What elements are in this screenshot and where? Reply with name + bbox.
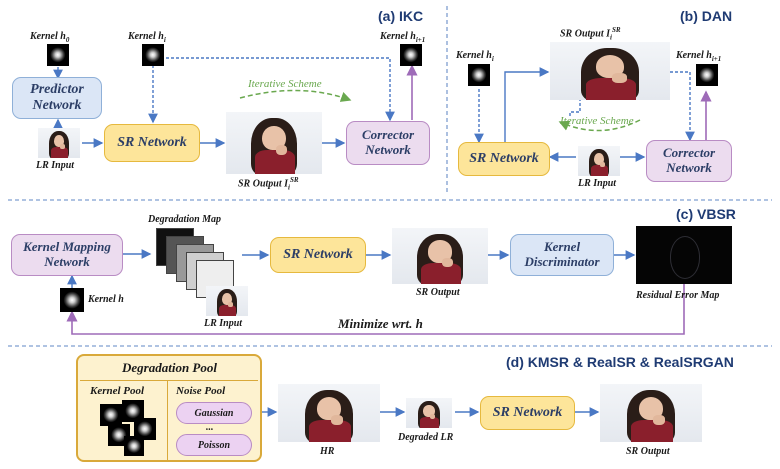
ikc-sr-output-label: SR Output IiSR xyxy=(238,176,299,192)
kmsr-hr-image xyxy=(278,384,380,442)
ikc-sr-output-image xyxy=(226,112,322,174)
ikc-kernel-h0-image xyxy=(47,44,69,66)
dan-kernel-hi1-label: Kernel hi+1 xyxy=(676,50,722,63)
kmsr-degradation-pool-title: Degradation Pool xyxy=(122,360,217,375)
vbsr-kernel-h-label: Kernel h xyxy=(88,294,124,305)
section-title-ikc: (a) IKC xyxy=(378,8,424,24)
kmsr-sr-network: SR Network xyxy=(480,396,575,430)
ikc-lr-input-image xyxy=(38,128,80,158)
dan-lr-input-image xyxy=(578,146,620,176)
kmsr-kernel-sample-icon xyxy=(124,436,144,456)
ikc-kernel-h0-label: Kernel h0 xyxy=(30,31,70,44)
section-title-kmsr: (d) KMSR & RealSR & RealSRGAN xyxy=(506,354,734,370)
kmsr-pool-separator xyxy=(80,380,258,381)
kmsr-pool-vertical-separator xyxy=(167,380,168,460)
vbsr-kernel-discriminator: Kernel Discriminator xyxy=(510,234,614,276)
kmsr-kernel-sample-icon xyxy=(100,404,122,426)
kmsr-sr-output-label: SR Output xyxy=(626,446,670,457)
kmsr-sr-output-image xyxy=(600,384,702,442)
kmsr-kernel-sample-icon xyxy=(122,400,144,422)
ikc-predictor-network: Predictor Network xyxy=(12,77,102,119)
vbsr-minimize-label: Minimize wrt. h xyxy=(338,316,423,331)
kmsr-degraded-lr-label: Degraded LR xyxy=(398,432,454,443)
dan-lr-input-label: LR Input xyxy=(578,178,617,189)
ikc-kernel-hi1-label: Kernel hi+1 xyxy=(380,31,426,44)
kmsr-gaussian-pill: Gaussian xyxy=(176,402,252,424)
ikc-corrector-network: Corrector Network xyxy=(346,121,430,165)
vbsr-residual-error-label: Residual Error Map xyxy=(636,290,720,301)
vbsr-sr-network: SR Network xyxy=(270,237,366,273)
kmsr-noise-ellipsis: ... xyxy=(206,422,214,433)
kmsr-noise-pool-label: Noise Pool xyxy=(176,385,226,397)
dan-corrector-network: Corrector Network xyxy=(646,140,732,182)
vbsr-lr-input-image xyxy=(206,286,248,316)
dan-kernel-hi-label: Kernel hi xyxy=(456,50,494,63)
ikc-iterative-scheme: Iterative Scheme xyxy=(248,78,322,90)
kmsr-degraded-lr-image xyxy=(406,398,452,428)
kmsr-kernel-pool-label: Kernel Pool xyxy=(90,385,145,397)
ikc-lr-input-label: LR Input xyxy=(36,160,75,171)
ikc-kernel-hi1-image xyxy=(400,44,422,66)
dan-kernel-hi-image xyxy=(468,64,490,86)
vbsr-degradation-map-label: Degradation Map xyxy=(148,214,222,225)
dan-kernel-hi1-image xyxy=(696,64,718,86)
ikc-kernel-hi-image xyxy=(142,44,164,66)
ikc-kernel-hi-label: Kernel hi xyxy=(128,31,166,44)
kmsr-kernel-sample-icon xyxy=(134,418,156,440)
dan-iterative-scheme: Iterative Scheme xyxy=(560,115,634,127)
vbsr-kernel-mapping-network: Kernel Mapping Network xyxy=(11,234,123,276)
vbsr-sr-output-label: SR Output xyxy=(416,287,460,298)
kmsr-hr-label: HR xyxy=(320,446,335,457)
vbsr-lr-input-label: LR Input xyxy=(204,318,243,329)
dan-sr-network: SR Network xyxy=(458,142,550,176)
vbsr-sr-output-image xyxy=(392,228,488,284)
dan-sr-output-label: SR Output IiSR xyxy=(560,26,621,42)
vbsr-residual-error-image xyxy=(636,226,732,284)
kmsr-poisson-pill: Poisson xyxy=(176,434,252,456)
section-title-vbsr: (c) VBSR xyxy=(676,206,736,222)
dan-sr-output-image xyxy=(550,42,670,100)
vbsr-kernel-h-image xyxy=(60,288,84,312)
ikc-sr-network: SR Network xyxy=(104,124,200,162)
section-title-dan: (b) DAN xyxy=(680,8,733,24)
